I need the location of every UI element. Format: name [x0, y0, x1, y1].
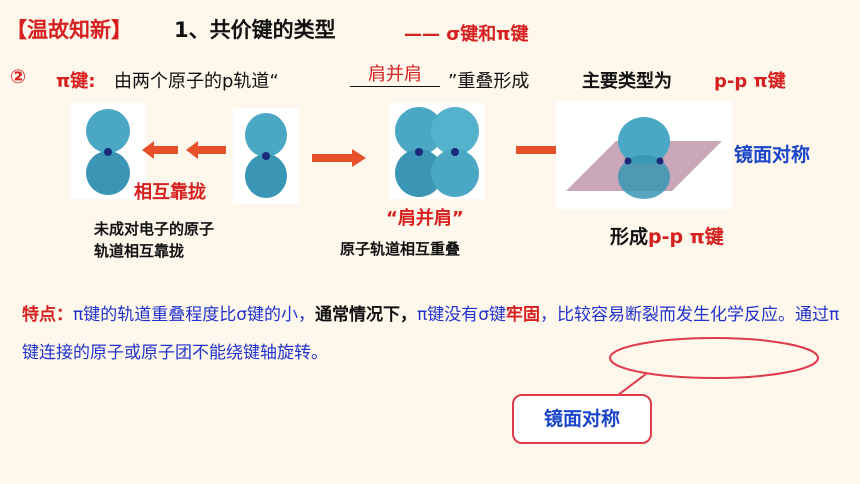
step3-caption-value: p-p π键 [648, 226, 724, 248]
shoulder-to-shoulder-title: “肩并肩” [386, 208, 464, 229]
features-text3: π键没有σ键 [417, 305, 507, 325]
pi-bond-label: π键: [56, 71, 96, 92]
approach-label: 相互靠拢 [134, 182, 206, 203]
step1-caption-line1: 未成对电子的原子 [94, 220, 215, 238]
mirror-symmetry-callout: 镜面对称 [512, 394, 652, 444]
orbital-right-image [233, 108, 299, 204]
definition-text-before: 由两个原子的p轨道“ [114, 71, 279, 92]
section-subtitle: —— σ键和π键 [404, 24, 529, 45]
step3-caption: 形成p-p π键 [610, 222, 724, 249]
features-text1: π键的轨道重叠程度比σ键的小， [73, 305, 316, 325]
features-emphasis: 牢固 [506, 305, 541, 325]
definition-blank-answer: 肩并肩 [350, 60, 440, 87]
pi-bond-mirror-image [556, 101, 732, 209]
section-bracket-label: 【温故知新】 [6, 18, 132, 42]
features-text2: 通常情况下， [315, 305, 418, 325]
circle-annotation [609, 337, 819, 379]
callout-text: 镜面对称 [543, 408, 620, 430]
orbital-left-image [70, 103, 146, 199]
features-text5: ，比较容易断裂而发生化学反应。通过π键连接的原子或原子团不能绕键轴旋转。 [22, 305, 840, 363]
orbital-overlap-image [389, 103, 485, 199]
item-number: ② [10, 66, 27, 88]
definition-text-after: ”重叠形成 [448, 71, 530, 92]
step2-caption: 原子轨道相互重叠 [340, 240, 461, 258]
approach-arrows-icon [142, 141, 226, 159]
main-type-value: p-p π键 [714, 71, 786, 92]
main-type-prefix: 主要类型为 [582, 71, 672, 92]
features-label: 特点： [22, 305, 73, 325]
step1-caption-line2: 轨道相互靠拢 [94, 242, 185, 260]
section-title: 1、共价键的类型 [174, 18, 336, 42]
step3-caption-prefix: 形成 [610, 226, 649, 248]
mirror-symmetry-label: 镜面对称 [734, 144, 811, 166]
features-paragraph: 特点：π键的轨道重叠程度比σ键的小，通常情况下，π键没有σ键牢固，比较容易断裂而… [22, 296, 842, 372]
arrow-right-icon [312, 149, 366, 167]
